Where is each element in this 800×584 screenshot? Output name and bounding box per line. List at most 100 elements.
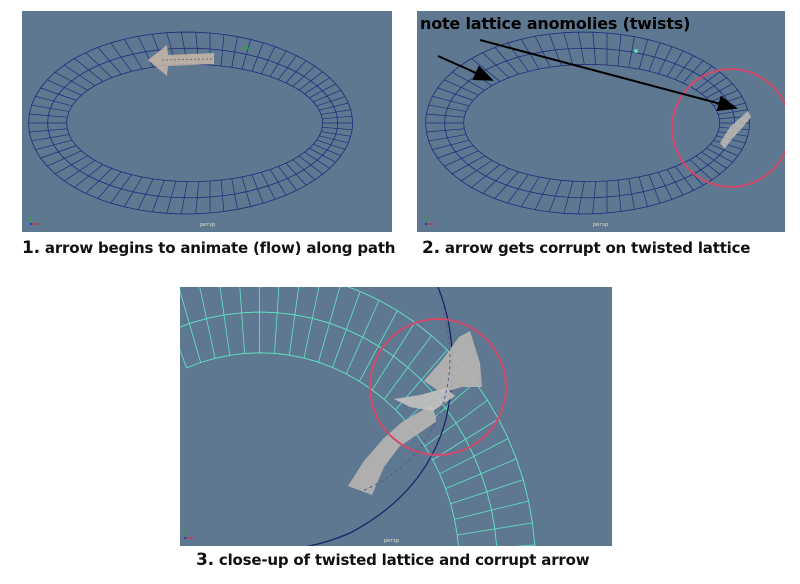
lattice-rung [461, 160, 493, 182]
lattice-rung [701, 151, 727, 169]
lattice-ring [180, 311, 498, 546]
lattice-rung [507, 174, 529, 204]
lattice-rung [321, 131, 351, 137]
lattice-ring [66, 63, 324, 183]
lattice-rung [716, 102, 746, 111]
lattice-rung [322, 115, 353, 120]
lattice-rung [548, 180, 562, 213]
lattice-rung [437, 145, 474, 159]
lattice-rung [64, 160, 96, 182]
caption-3: 3. close-up of twisted lattice and corru… [196, 550, 590, 570]
lattice-rung [313, 143, 341, 157]
lattice-rung [577, 181, 585, 215]
lattice-rung [251, 42, 264, 72]
lattice-rung [239, 287, 245, 354]
lattice-rung [451, 71, 485, 91]
lattice-rung [195, 181, 200, 214]
lattice-path-1 [28, 31, 353, 215]
lattice-rung [251, 174, 264, 204]
lattice-rung [261, 172, 276, 200]
lattice-rung [638, 39, 648, 70]
lattice-rung [74, 58, 104, 82]
lattice-rung [298, 71, 323, 91]
caption-2: 2. arrow gets corrupt on twisted lattice [422, 238, 750, 258]
lattice-rung [309, 83, 336, 99]
lattice-rung [658, 46, 673, 74]
lattice-rung [710, 89, 738, 103]
lattice-rung [666, 169, 684, 196]
lattice-rung [451, 155, 485, 175]
lattice-rung [241, 39, 251, 70]
lattice-rung [269, 50, 287, 77]
lattice-rung [220, 34, 225, 67]
lattice-rung [298, 155, 323, 175]
lattice-rung [110, 42, 132, 72]
lattice-rung [231, 178, 238, 210]
lattice-rung [648, 42, 661, 72]
corrupt-arrow-closeup [348, 306, 482, 495]
lattice-rung [309, 147, 336, 163]
lattice-rung [180, 348, 187, 368]
lattice-rung [123, 176, 143, 207]
lattice-rung [617, 179, 622, 212]
lattice-ring [444, 47, 735, 199]
lattice-rung [432, 418, 499, 461]
lattice-rung [261, 46, 276, 74]
lattice-rung [74, 164, 104, 188]
lattice-rung [428, 104, 467, 112]
lattice-rung [269, 169, 287, 196]
caption-number: 2. [422, 238, 440, 258]
lattice-rung [718, 109, 748, 115]
lattice-rung [675, 166, 694, 191]
lattice-rung [278, 55, 297, 80]
lattice-rung [64, 64, 96, 86]
lattice-rung [445, 458, 517, 489]
lattice-rung [471, 58, 501, 82]
lattice-rung [303, 287, 320, 359]
lattice-rung [494, 171, 519, 199]
corrupt-arrow-2 [720, 111, 751, 149]
highlight-circle [369, 318, 507, 456]
lattice-ring [47, 47, 338, 199]
lattice-rung [97, 47, 122, 75]
lattice-rung [359, 310, 398, 382]
caption-number: 3. [196, 550, 214, 570]
lattice-rung [31, 104, 70, 112]
lattice-closeup-viewport [180, 287, 536, 546]
lattice-rung [424, 399, 488, 447]
lattice-rung [199, 287, 216, 359]
lattice-rung [428, 134, 467, 142]
lattice-rung [304, 151, 330, 169]
lattice-rung [85, 52, 113, 78]
lattice-rung [515, 544, 535, 546]
viewport-panel-3[interactable]: persp [180, 287, 612, 546]
viewport-panel-1[interactable]: persp [22, 11, 392, 232]
lattice-rung [471, 164, 501, 188]
caption-text: arrow begins to animate (flow) along pat… [44, 239, 396, 257]
lattice-rung [316, 139, 346, 150]
viewport-panel-2[interactable]: persp [417, 11, 785, 232]
lattice-rung [151, 180, 165, 213]
lattice-rung [457, 522, 533, 536]
lattice-rung [437, 87, 474, 101]
lattice-ring [186, 352, 459, 546]
lattice-rung [482, 168, 510, 194]
lattice-path-2 [425, 31, 750, 215]
lattice-rung [29, 128, 68, 133]
lattice-rung [292, 65, 316, 87]
lattice-rung [304, 77, 330, 95]
lattice-rung [54, 155, 88, 175]
caption-text: close-up of twisted lattice and corrupt … [218, 551, 590, 569]
lattice-rung [426, 113, 465, 118]
lattice-rung [316, 96, 346, 107]
lattice-rung [454, 500, 529, 520]
lattice-rung [426, 128, 465, 133]
lattice-rung [85, 168, 113, 194]
lattice-rung [432, 95, 470, 107]
lattice-rung [648, 174, 661, 204]
lattice-rung [35, 139, 73, 151]
lattice-rung [292, 159, 316, 181]
lattice-rung [241, 176, 251, 207]
locator-icon [243, 45, 249, 51]
lattice-rung [710, 143, 738, 157]
